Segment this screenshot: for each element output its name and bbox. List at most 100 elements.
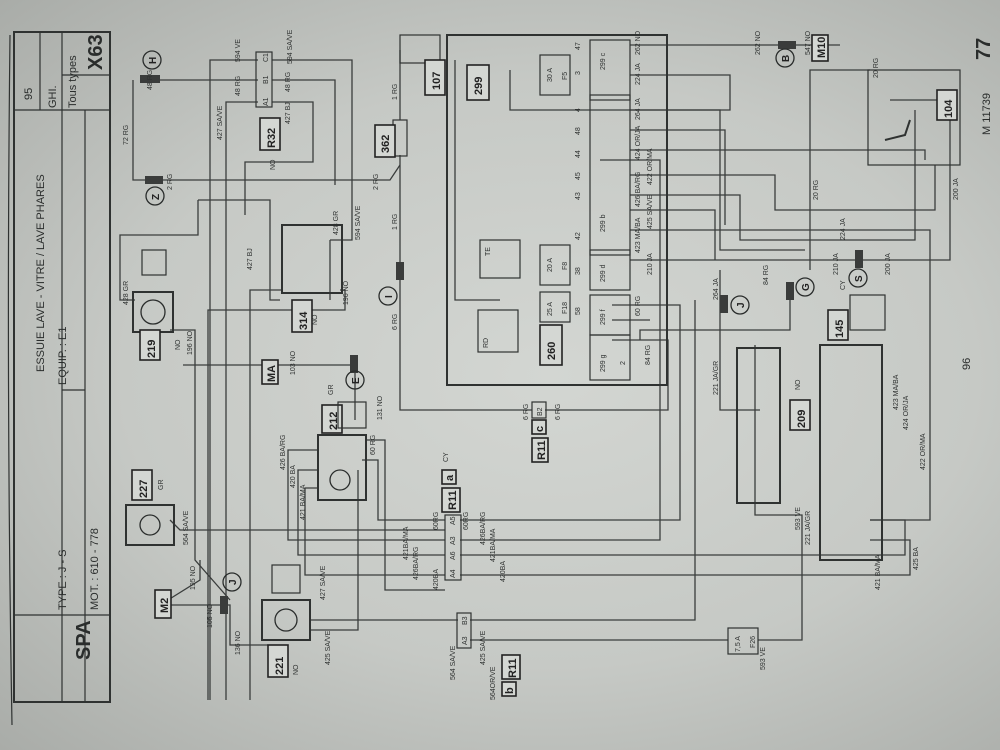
fuse-rating: 7,5 A [735,636,742,652]
pin-label: 2 [620,361,627,365]
label-box [466,64,490,101]
wire-label: 6 RG [392,314,399,330]
wire [170,329,231,601]
color-tag: CY [840,280,847,290]
type-label: TYPE : J - S [57,549,69,610]
wire-label: 1 RG [392,214,399,230]
wire [454,60,500,301]
wire-label: 428 GR [333,211,340,235]
pin-label: A5 [450,516,457,525]
fuse-rating: 20 A [547,258,554,272]
module-299-frame [446,34,668,386]
wire-label: 196 NO [187,330,194,355]
pin-label: 58 [575,307,582,315]
wire-label: 84 RG [645,345,652,365]
connector-g [795,277,815,297]
wire-label: 221 JA/GR [805,511,812,545]
page-edge-line [7,34,13,726]
label-box [531,437,549,463]
connector-block [140,75,160,83]
wire [470,300,696,621]
wire-label: 200 JA [953,178,960,200]
wire-label: 210 JA [647,253,654,275]
wire [272,59,353,241]
label-box [539,324,563,366]
equip-label: EQUIP. : E1 [57,327,69,386]
wire [272,79,336,185]
wire-label: 105 NO [207,603,214,628]
connector-r11c-label: R11 [536,440,548,460]
side-page-number: 96 [961,358,973,370]
wire-label: 200 JA [885,253,892,275]
wiper-stalk-icon [849,294,886,331]
wire [132,80,401,181]
connector-label: 299 g [600,354,607,372]
label-box [424,59,446,96]
wire-label: 425 SA/VE [480,630,487,665]
wire-label: 195 NO [190,565,197,590]
fuse-rating: 25 A [547,302,554,316]
wire [362,459,445,521]
wire-label: 60 RG [370,435,377,455]
label-box [531,419,547,435]
battery-107-label: 107 [431,72,443,90]
wire-label: 427 SA/VE [320,565,327,600]
label-box [321,404,343,434]
rear-wiper-icon [337,401,367,429]
version-label: GHI. [47,85,59,108]
connector-z [145,186,165,206]
fuse-362-label: 362 [380,135,392,153]
wire [630,209,716,260]
connector-e [345,370,365,390]
color-tag: NO [175,339,182,350]
wire-label: 103 NO [290,350,297,375]
wire [809,69,870,270]
wiper-212-label: 212 [328,412,340,430]
pin-label: C1 [263,53,270,62]
footer: 77 M 11739 96 [961,38,995,370]
battery-icon [399,34,441,64]
wire-label: 427 BJ [247,248,254,270]
label-box [501,681,517,697]
connector-markers: H Z I E J J G S B [140,41,868,614]
switch-209-label: 209 [796,410,808,428]
pin-label: 42 [575,232,582,240]
wire [249,289,282,700]
color-tag: NO [270,159,277,170]
wire [639,285,791,340]
wire [509,70,731,111]
wire [630,99,951,261]
wire-label: 421 BA/MA [875,554,882,590]
wire [287,449,445,541]
components: 107 362 C1 B1 A1 R32 314 219 227 221 212 [125,34,961,697]
wire-label: 420BA [433,569,440,590]
connector-tag: a [444,474,456,481]
wire-label: 84 RG [763,265,770,285]
label-box [936,89,958,121]
wire-label: 224 JA [635,63,642,85]
fuse-label: F26 [750,636,757,648]
stalk-switch-145 [819,344,883,561]
wire [304,487,445,576]
wire-label: 593 VE [760,647,767,670]
wire [119,200,199,301]
pin-label: 47 [575,42,582,50]
wire-label: 594 SA/VE [355,205,362,240]
color-tag: NO [312,314,319,325]
wire-label: 424 OR/JA [903,395,910,430]
wire [310,470,359,631]
wire-label: 60RG [463,512,470,530]
switch-209 [736,347,781,504]
connector-label: 299 c [600,52,607,70]
wire-label: 224 JA [840,218,847,240]
pin-label: 43 [575,192,582,200]
connector-r32-label: R32 [266,128,278,148]
wire-label: 1 RG [392,84,399,100]
component-227 [125,504,175,546]
wire-label: 20 RG [813,180,820,200]
pin-label: A3 [450,536,457,545]
motor-label: MOT. : 610 - 778 [89,528,101,610]
connector-j2 [730,295,750,315]
connector-id: J [736,302,747,308]
